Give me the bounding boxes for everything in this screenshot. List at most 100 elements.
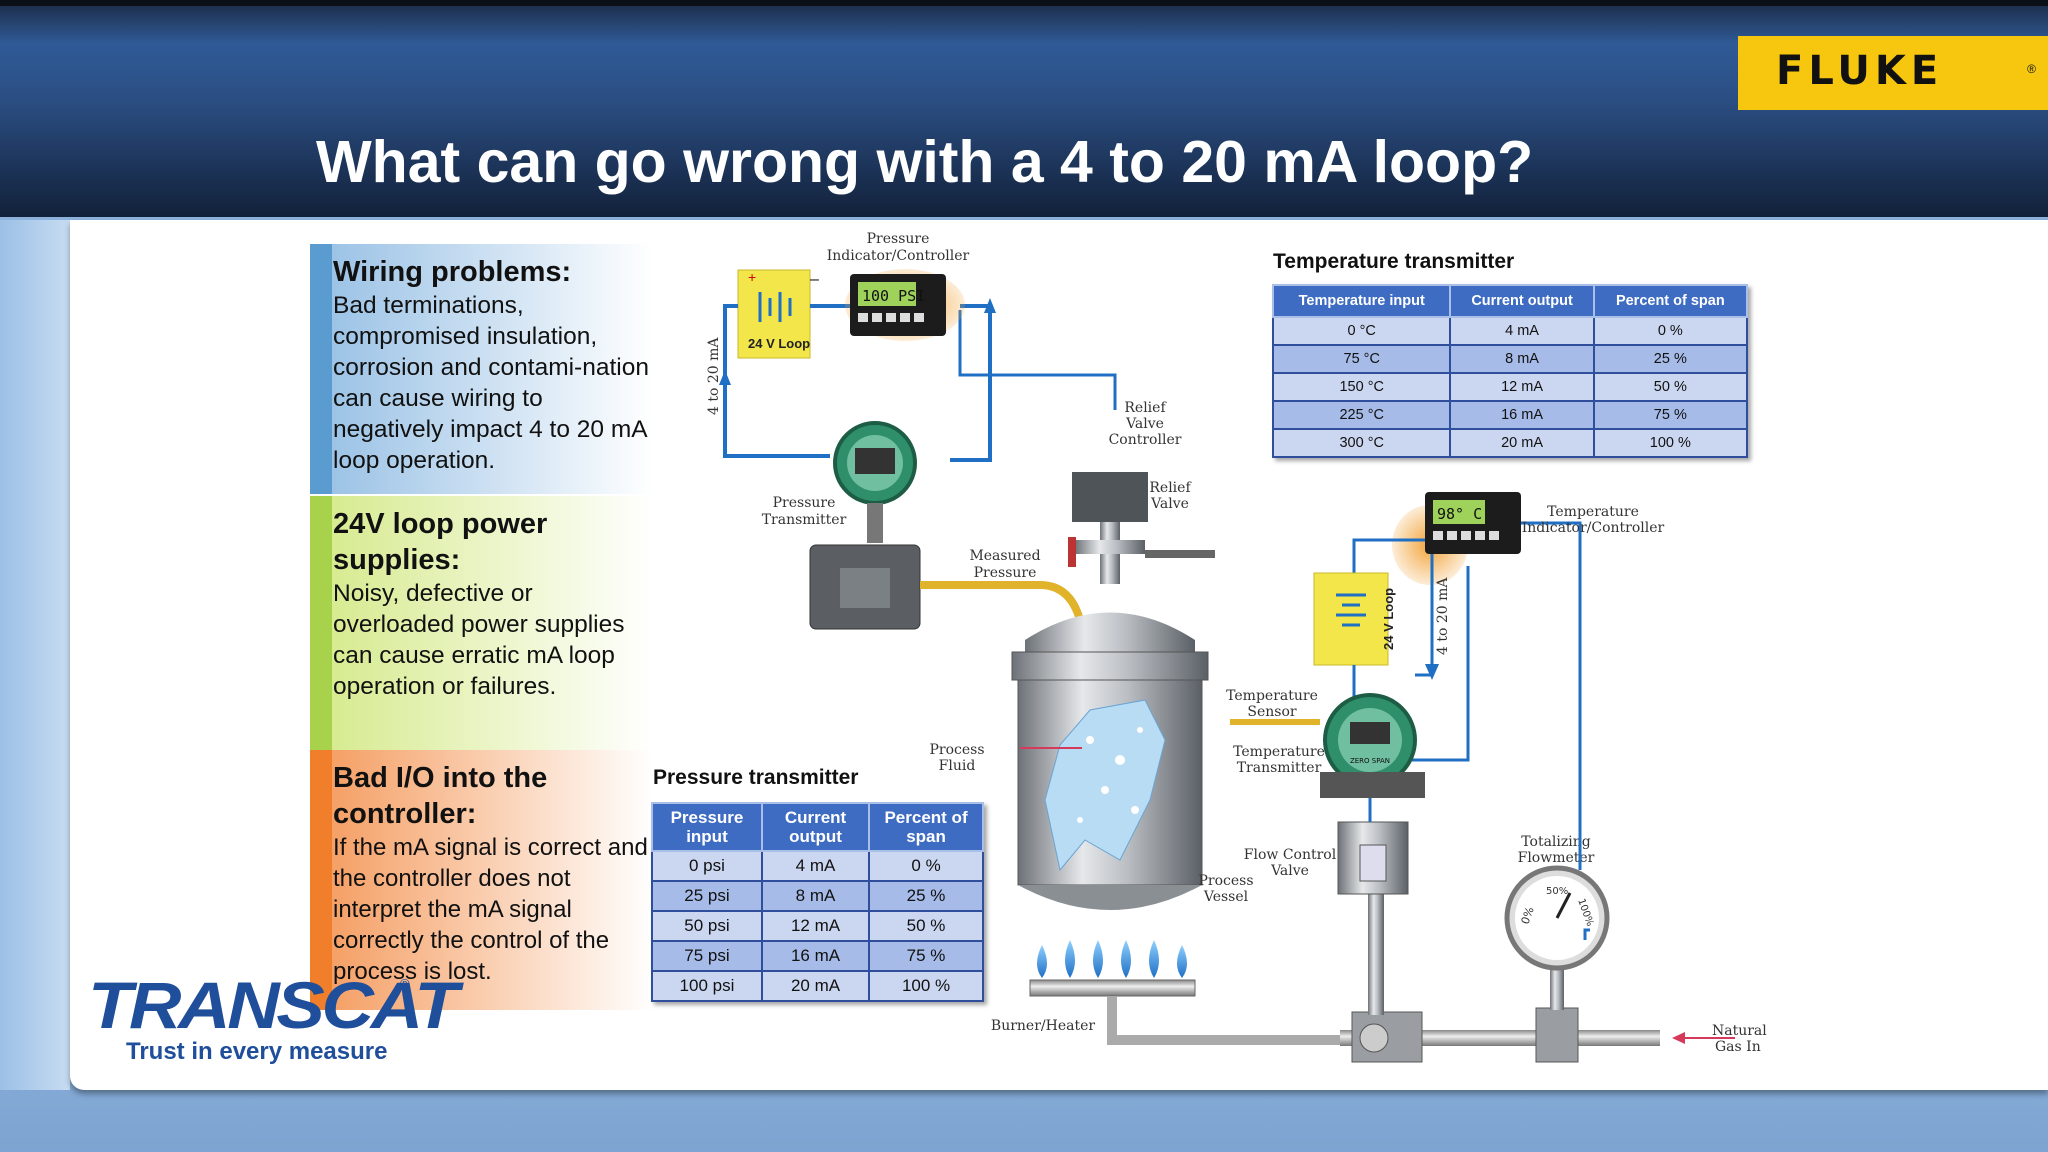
minus-sign: – [810, 271, 819, 288]
column-header: Current output [1449, 284, 1595, 318]
arrow-icon [719, 370, 731, 385]
table-cell: 16 mA [760, 940, 871, 972]
loop-wire [950, 304, 992, 462]
fluke-logo: FLUKE ® [1738, 36, 2048, 110]
table-cell: 225 °C [1271, 400, 1452, 430]
relief-valve-body [1075, 540, 1145, 554]
table-cell: 100 % [1592, 428, 1749, 458]
callout-body: If the mA signal is correct and the cont… [333, 834, 648, 985]
flowmeter-body [1535, 1007, 1579, 1063]
fluke-logo-text: FLUKE [1776, 48, 1944, 94]
slide-title: What can go wrong with a 4 to 20 mA loop… [316, 129, 1534, 195]
callout-body: Noisy, defective or overloaded power sup… [333, 580, 625, 700]
actuator-window [1359, 844, 1387, 882]
burner-manifold [1029, 979, 1196, 997]
table-cell: 25 % [1592, 344, 1749, 374]
table-cell: 12 mA [760, 910, 871, 942]
table-cell: 8 mA [1449, 344, 1595, 374]
table-cell: 75 °C [1271, 344, 1452, 374]
column-header: Current output [760, 802, 871, 852]
vessel-flange [1011, 651, 1209, 681]
transmitter-terminal-block [1350, 722, 1390, 744]
arrow-icon [984, 298, 996, 313]
table-cell: 16 mA [1449, 400, 1595, 430]
gauge-needle [1555, 892, 1572, 919]
burner-heater-label: Burner/Heater [991, 1018, 1095, 1034]
ma-label-right: 4 to 20 mA [1435, 577, 1451, 655]
indicator-buttons [858, 313, 924, 322]
table-cell: 0 °C [1271, 316, 1452, 346]
table-cell: 8 mA [760, 880, 871, 912]
ma-label-left: 4 to 20 mA [706, 337, 722, 415]
transcat-tagline: Trust in every measure [126, 1038, 388, 1065]
gas-pipe [1107, 996, 1340, 1045]
table-cell: 100 % [868, 970, 984, 1002]
pressure-table-title: Pressure transmitter [653, 766, 859, 789]
table-cell: 0 % [1592, 316, 1749, 346]
flame-icons [1037, 940, 1187, 978]
relief-valve-actuator [1072, 472, 1148, 522]
table-cell: 50 % [1592, 372, 1749, 402]
fluid-bubbles [1077, 727, 1143, 823]
gauge-label-50: 50% [1546, 886, 1568, 897]
relief-valve-outlet [1145, 550, 1215, 558]
callout-wiring-problems: Wiring problems: Bad terminations, compr… [310, 244, 653, 494]
column-header: Pressure input [651, 802, 763, 852]
transmitter-base [1320, 772, 1425, 798]
header-topline [0, 0, 2048, 6]
temperature-transmitter-table: Temperature input Current output Percent… [1271, 284, 1749, 458]
callout-power-supplies: 24V loop power supplies: Noisy, defectiv… [310, 496, 653, 752]
column-header: Percent of span [1592, 284, 1749, 318]
loop-24v-label-right: 24 V Loop [1381, 588, 1396, 650]
pressure-tube [920, 581, 1084, 622]
pressure-display-value: 100 PSI [862, 287, 925, 305]
table-cell: 50 psi [651, 910, 763, 942]
zero-span-label: ZERO SPAN [1350, 757, 1390, 765]
power-supply-box [737, 269, 811, 359]
loop-24v-label: 24 V Loop [748, 336, 810, 351]
transcat-logo-name: TRANSCAT [88, 968, 459, 1042]
header-bar: What can go wrong with a 4 to 20 mA loop… [0, 0, 2048, 217]
table-cell: 12 mA [1449, 372, 1595, 402]
relief-valve-signal-wire [958, 310, 1117, 410]
process-fluid [1044, 699, 1166, 872]
relief-valve-handle [1068, 537, 1076, 567]
temperature-display [1433, 500, 1485, 524]
pressure-display [858, 282, 916, 306]
flow-valve-stem [1368, 880, 1384, 1015]
callout-heading: 24V loop power supplies: [333, 508, 548, 576]
table-cell: 75 % [868, 940, 984, 972]
table-cell: 50 % [868, 910, 984, 942]
battery-icon [1336, 593, 1366, 627]
table-cell: 0 psi [651, 850, 763, 882]
flowmeter-signal-wire [1583, 928, 1590, 940]
table-cell: 20 mA [760, 970, 871, 1002]
table-header-row: Temperature input Current output Percent… [1271, 284, 1749, 318]
callout-heading: Bad I/O into the controller: [333, 762, 548, 830]
table-cell: 75 psi [651, 940, 763, 972]
valve-port [1359, 1023, 1389, 1053]
flowmeter-signal-wire [1512, 521, 1582, 870]
callout-bad-io: Bad I/O into the controller: If the mA s… [310, 750, 653, 1010]
arrow-icon [1425, 664, 1439, 680]
sensor-flange [840, 568, 890, 608]
column-header: Percent of span [868, 802, 984, 852]
